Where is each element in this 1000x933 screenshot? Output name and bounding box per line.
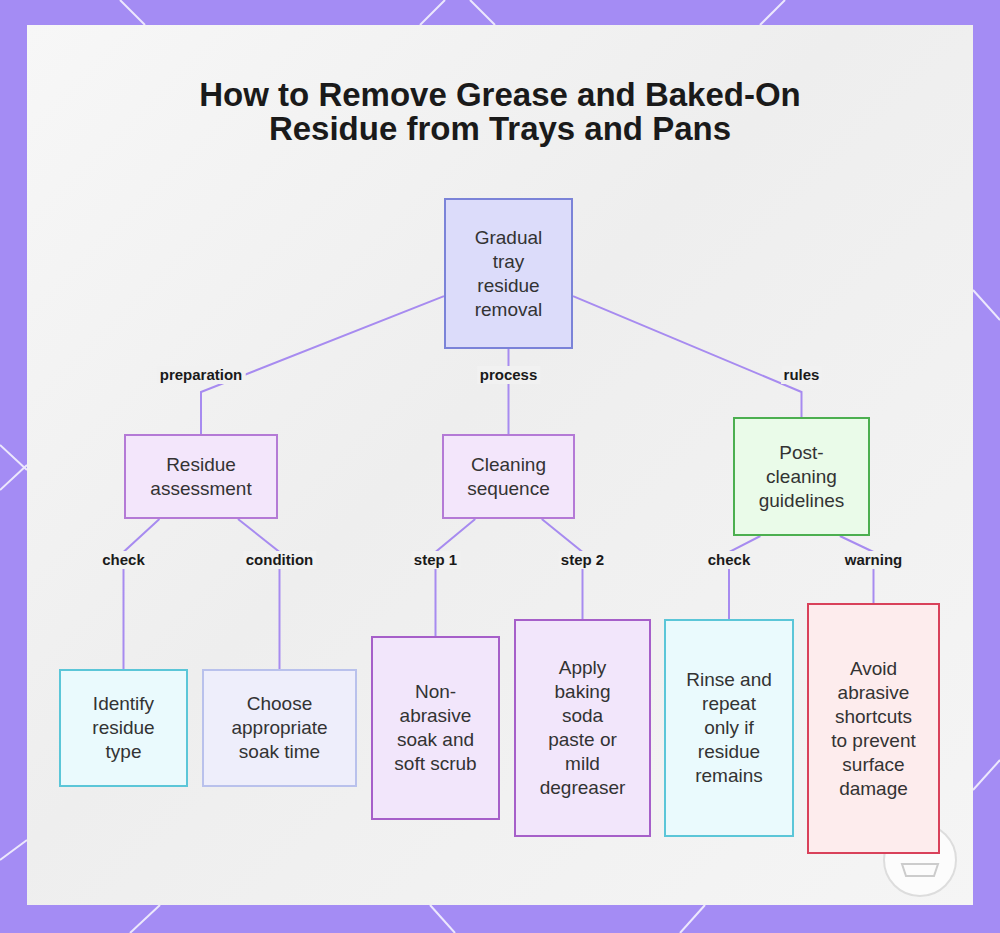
condition-box: Choose appropriate soak time [202, 669, 357, 787]
edge-label: warning [842, 551, 906, 569]
edge-label: step 1 [411, 551, 460, 569]
node-text: Residue assessment [140, 453, 262, 501]
edge-label: rules [781, 366, 823, 384]
connector-line [508, 349, 510, 434]
step-box: Apply baking soda paste or mild degrease… [514, 619, 651, 837]
node-text: Rinse and repeat only if residue remains [685, 668, 773, 788]
connector-line [124, 519, 160, 669]
edge-label: preparation [157, 366, 246, 384]
check-box: Identify residue type [59, 669, 188, 787]
diagram-title: How to Remove Grease and Baked-On Residu… [170, 78, 830, 146]
edge-label: process [477, 366, 541, 384]
category-box: Residue assessment [124, 434, 278, 519]
node-text: Post-cleaning guidelines [756, 441, 847, 513]
connector-line [542, 519, 583, 619]
category-box: Cleaning sequence [442, 434, 575, 519]
step-box: Non-abrasive soak and soft scrub [371, 636, 500, 820]
connector-line [238, 519, 280, 669]
check-box: Rinse and repeat only if residue remains [664, 619, 794, 837]
node-text: Non-abrasive soak and soft scrub [390, 680, 481, 776]
node-text: Apply baking soda paste or mild degrease… [538, 656, 627, 800]
edge-label: check [99, 551, 148, 569]
node-text: Gradual tray residue removal [468, 226, 549, 322]
node-text: Avoid abrasive shortcuts to prevent surf… [826, 657, 921, 801]
root-box: Gradual tray residue removal [444, 198, 573, 349]
edge-label: condition [243, 551, 317, 569]
edge-label: check [705, 551, 754, 569]
edge-label: step 2 [558, 551, 607, 569]
connector-line [573, 296, 802, 417]
warning-box: Avoid abrasive shortcuts to prevent surf… [807, 603, 940, 854]
category-box: Post-cleaning guidelines [733, 417, 870, 536]
node-text: Identify residue type [75, 692, 172, 764]
node-text: Choose appropriate soak time [216, 692, 343, 764]
connector-line [729, 536, 760, 619]
connector-line [436, 519, 476, 636]
node-text: Cleaning sequence [458, 453, 559, 501]
connector-line [840, 536, 874, 603]
